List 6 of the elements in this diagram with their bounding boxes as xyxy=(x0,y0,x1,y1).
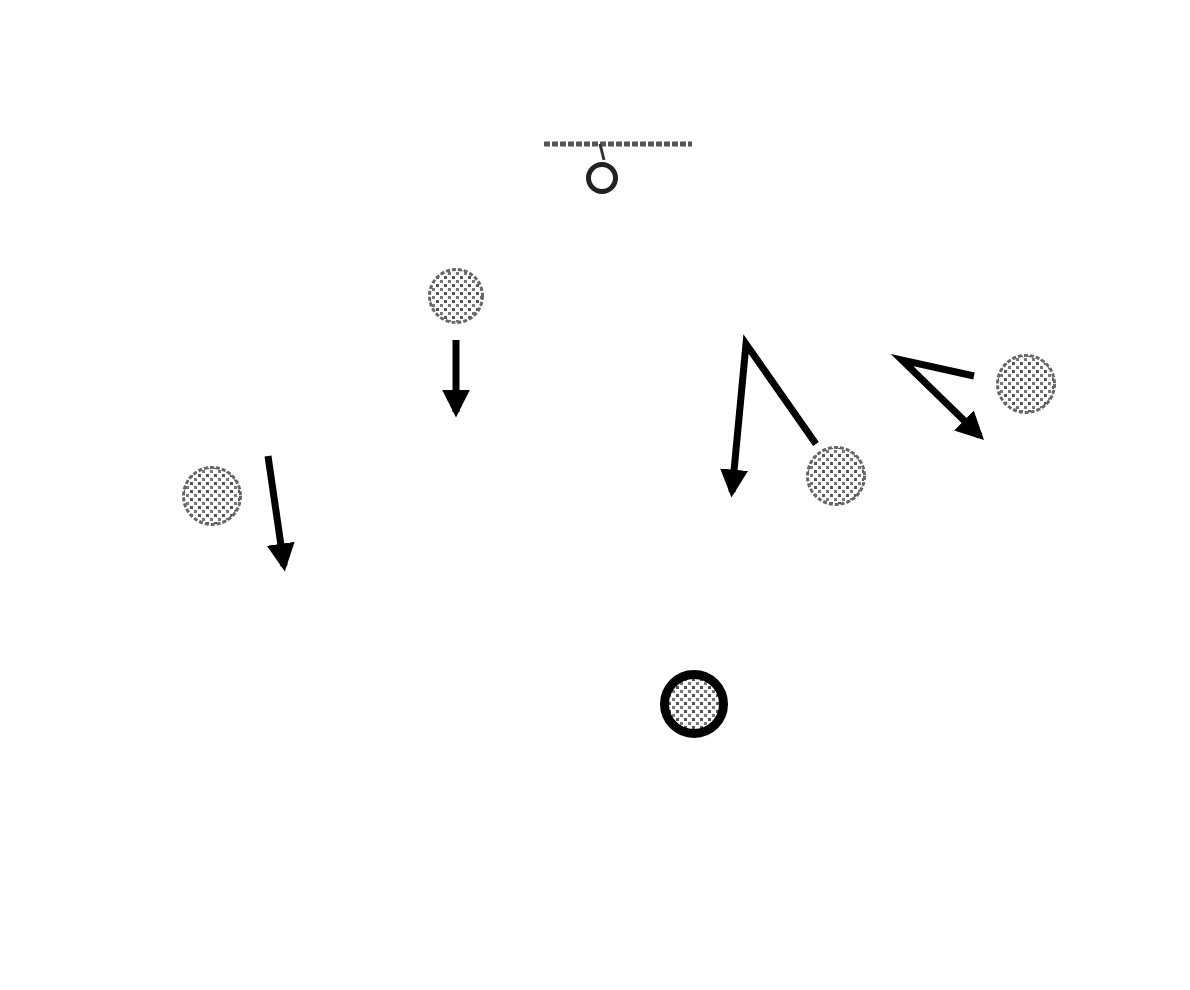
pendulum-bob xyxy=(586,162,618,194)
ball xyxy=(996,354,1056,414)
ball xyxy=(806,446,866,506)
ball xyxy=(428,268,484,324)
ball xyxy=(182,466,242,526)
ball xyxy=(660,670,728,738)
